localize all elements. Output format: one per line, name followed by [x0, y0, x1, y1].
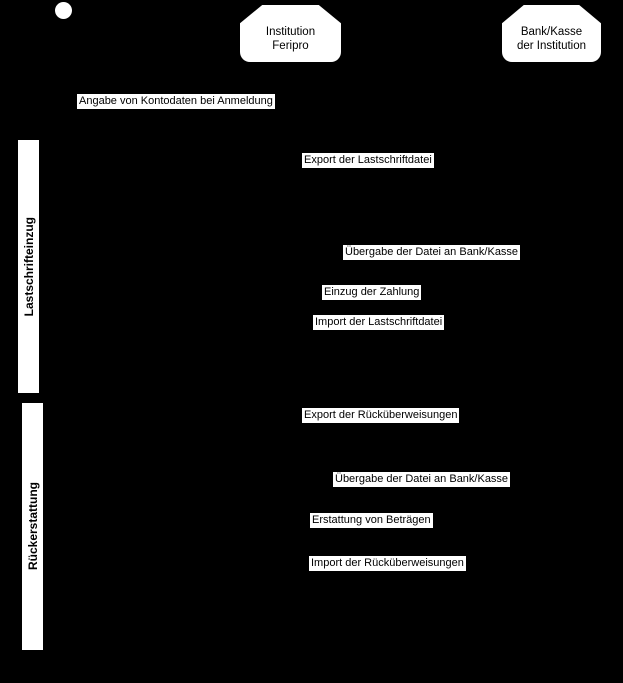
- phase-bar-rueckerstattung: Rückerstattung: [22, 403, 43, 650]
- message-label-import-rueckueberweisungen: Import der Rücküberweisungen: [309, 556, 466, 571]
- phase-bar-label: Rückerstattung: [25, 482, 40, 571]
- message-label-uebergabe-datei-2: Übergabe der Datei an Bank/Kasse: [333, 472, 511, 487]
- participant-label-line: Feripro: [272, 39, 309, 52]
- participant-label-line: Bank/Kasse: [520, 25, 583, 38]
- message-label-export-lastschriftdatei: Export der Lastschriftdatei: [302, 153, 434, 168]
- message-label-import-lastschriftdatei: Import der Lastschriftdatei: [313, 315, 445, 330]
- initial-state-icon: [55, 2, 72, 19]
- participant-bank-kasse: Bank/Kasse der Institution: [502, 5, 601, 62]
- participant-label-line: Institution: [265, 25, 316, 38]
- participant-label-line: der Institution: [516, 39, 587, 52]
- phase-bar-label: Lastschrifteinzug: [21, 216, 36, 317]
- message-label-angabe-kontodaten: Angabe von Kontodaten bei Anmeldung: [77, 94, 275, 109]
- message-label-einzug-zahlung: Einzug der Zahlung: [322, 285, 422, 300]
- message-label-uebergabe-datei-1: Übergabe der Datei an Bank/Kasse: [343, 245, 521, 260]
- phase-bar-lastschrifteinzug: Lastschrifteinzug: [18, 140, 39, 393]
- message-label-export-rueckueberweisungen: Export der Rücküberweisungen: [302, 408, 460, 423]
- message-label-erstattung-betraege: Erstattung von Beträgen: [310, 513, 433, 528]
- participant-institution-feripro: Institution Feripro: [240, 5, 341, 62]
